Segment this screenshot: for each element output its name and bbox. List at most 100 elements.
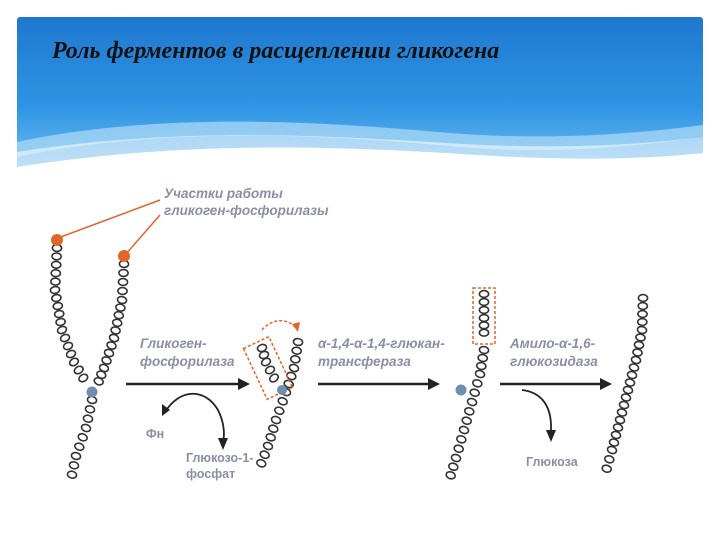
site-leader-line-2 xyxy=(124,214,161,256)
glucose-unit xyxy=(115,303,126,312)
transferred-block-box xyxy=(472,287,496,345)
glucose-unit xyxy=(93,376,104,386)
glucose-unit xyxy=(260,357,272,367)
glucose-unit xyxy=(622,385,634,395)
glucose-unit xyxy=(74,442,85,452)
step1-curved-arrow xyxy=(164,392,225,443)
glucose-unit xyxy=(610,430,622,440)
glucose-unit xyxy=(474,369,486,379)
glucose-unit xyxy=(108,333,120,343)
glucose-unit xyxy=(601,464,613,474)
glucose-unit xyxy=(626,370,638,380)
glucose-unit xyxy=(618,400,630,410)
glucose-unit xyxy=(111,318,123,328)
glucose-unit xyxy=(292,337,304,347)
glucose-unit xyxy=(68,357,80,367)
glucose-unit xyxy=(66,470,78,479)
glucose-unit xyxy=(289,355,301,364)
glucose-unit xyxy=(268,373,280,383)
glucose-unit xyxy=(110,326,121,335)
step2-enzyme-label: α-1,4-α-1,4-глюкан- трансфераза xyxy=(318,336,448,369)
slide-title: Роль ферментов в расщеплении гликогена xyxy=(52,38,500,64)
glucose-unit xyxy=(68,461,80,470)
glucose-unit xyxy=(117,286,128,296)
glucose-unit xyxy=(606,445,618,455)
glucose-unit xyxy=(478,305,490,315)
step3-curved-arrow xyxy=(521,389,552,432)
glucose-unit xyxy=(630,355,642,365)
glucose-unit xyxy=(103,348,115,358)
glucose-unit xyxy=(635,333,646,342)
glucose-unit xyxy=(288,363,300,373)
glucose-unit xyxy=(628,363,640,372)
site-leader-line-1 xyxy=(57,199,161,239)
glucose-unit xyxy=(65,349,77,359)
glycogen-chain-main xyxy=(66,395,98,479)
glucose-unit xyxy=(270,415,282,425)
glucose-unit xyxy=(259,450,270,460)
glucose-1-phosphate-label: Глюкозо-1- фосфат xyxy=(186,451,257,481)
glucose-unit xyxy=(637,301,649,311)
glucose-unit xyxy=(478,345,490,355)
glucose-unit xyxy=(118,268,129,278)
slide-header xyxy=(17,17,703,182)
glycogen-chain-left-branch xyxy=(49,243,89,383)
glycogen-chain-4-linear xyxy=(601,293,649,474)
glycogen-chain-2-main xyxy=(256,337,304,468)
glucose-unit xyxy=(455,434,467,444)
branch-point-2 xyxy=(277,385,287,395)
glucose-unit xyxy=(471,378,483,388)
glucose-unit xyxy=(70,451,82,461)
glucose-unit xyxy=(50,260,62,270)
glucose-unit xyxy=(633,340,645,350)
glucose-unit xyxy=(267,424,279,434)
glucose-unit xyxy=(291,346,303,355)
glucose-unit xyxy=(106,341,117,350)
glucose-unit xyxy=(450,453,462,463)
glucose-unit xyxy=(608,438,620,447)
glucose-unit xyxy=(447,462,459,472)
glucose-unit xyxy=(637,293,649,303)
glucose-unit xyxy=(636,317,648,327)
glucose-unit xyxy=(77,432,88,442)
glucose-unit xyxy=(603,454,615,464)
glucose-unit xyxy=(620,393,632,402)
glucose-unit xyxy=(612,423,624,432)
glucose-unit xyxy=(478,289,490,299)
glucose-unit xyxy=(82,414,94,423)
glucose-unit xyxy=(80,423,92,433)
glucose-unit xyxy=(51,252,62,261)
glucose-unit xyxy=(51,293,62,303)
glucose-unit xyxy=(73,365,84,375)
glucose-unit xyxy=(475,361,487,371)
glucose-unit xyxy=(62,341,74,351)
glucose-unit xyxy=(262,441,274,451)
glucose-unit xyxy=(478,297,490,307)
glucose-unit xyxy=(55,317,66,327)
glucose-unit xyxy=(637,309,648,319)
glucose-unit xyxy=(478,328,490,337)
glycogen-chain-3-transferred xyxy=(478,289,490,337)
glucose-unit xyxy=(463,406,475,416)
glucose-unit xyxy=(50,268,62,278)
glucose-unit xyxy=(614,415,626,425)
glucose-unit xyxy=(256,458,267,468)
glucose-unit xyxy=(461,416,473,426)
glucose-unit xyxy=(265,432,277,442)
glucose-unit xyxy=(52,301,64,311)
step3-enzyme-label: Амило-α-1,6- глюкозидаза xyxy=(509,336,599,369)
glucose-unit xyxy=(466,397,478,407)
glucose-unit xyxy=(636,325,648,335)
glucose-unit xyxy=(445,470,457,480)
branch-point-1 xyxy=(86,386,98,398)
glucose-unit xyxy=(49,285,61,295)
glucose-unit xyxy=(277,396,288,406)
glucose-unit xyxy=(453,444,465,454)
step1-enzyme-label: Гликоген- фосфорилаза xyxy=(140,336,235,369)
glucose-unit xyxy=(616,408,628,417)
glucose-unit xyxy=(458,425,470,435)
branch-point-3 xyxy=(455,384,467,396)
glucose-unit xyxy=(469,388,481,398)
glucose-unit xyxy=(117,277,129,287)
